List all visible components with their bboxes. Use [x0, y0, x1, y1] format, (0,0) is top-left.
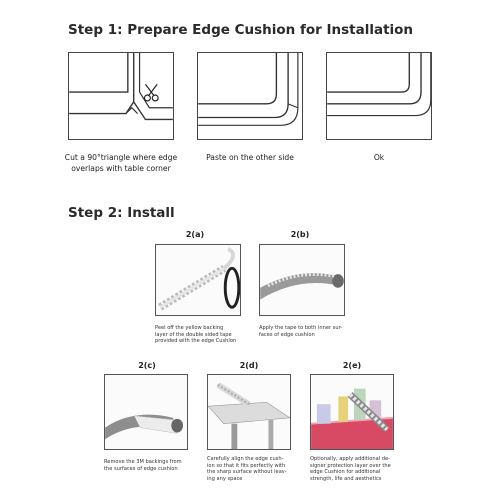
step1-panel-paste	[197, 52, 303, 140]
step2-label-e: 2(e)	[342, 361, 362, 370]
step2-caption-c: Remove the 3M backings from the surfaces…	[104, 459, 182, 472]
edge-cushion-paste-illustration	[198, 53, 299, 126]
step2-photo-e	[310, 374, 394, 450]
step1-caption-cut: Cut a 90°triangle where edge overlaps wi…	[64, 153, 178, 173]
step1-title: Step 1: Prepare Edge Cushion for Install…	[68, 22, 414, 38]
step2-caption-e: Optionally, apply additional de- signer …	[310, 456, 391, 482]
designer-layer-image	[311, 375, 393, 449]
step1-caption-paste: Paste on the other side	[206, 153, 294, 162]
step2-photo-b	[259, 244, 345, 316]
scissors-icon	[143, 83, 159, 102]
tape-applied-cushion-image	[260, 245, 344, 315]
step2-photo-d	[207, 374, 291, 450]
step2-title: Step 2: Install	[68, 205, 175, 221]
remove-backing-image	[105, 375, 187, 449]
step1-caption-ok: Ok	[373, 153, 385, 162]
step2-caption-d: Carefully align the edge cush- ion so th…	[207, 456, 287, 482]
step2-label-d: 2(d)	[239, 361, 259, 370]
step2-caption-a: Peel off the yellow backing layer of the…	[155, 325, 237, 345]
tape-peel-image	[156, 245, 240, 315]
step2-photo-c	[104, 374, 188, 450]
edge-cushion-cut-illustration	[69, 53, 173, 121]
step2-label-b: 2(b)	[290, 230, 310, 239]
edge-cushion-fitted-illustration	[327, 53, 431, 117]
step2-label-a: 2(a)	[185, 230, 205, 239]
step2-caption-b: Apply the tape to both inner sur- faces …	[259, 325, 343, 338]
step2-label-c: 2(c)	[138, 361, 156, 370]
step1-panel-cut	[68, 52, 174, 140]
step2-photo-a	[155, 244, 241, 316]
align-cushion-table-image	[208, 375, 290, 449]
step1-panel-ok	[326, 52, 432, 140]
